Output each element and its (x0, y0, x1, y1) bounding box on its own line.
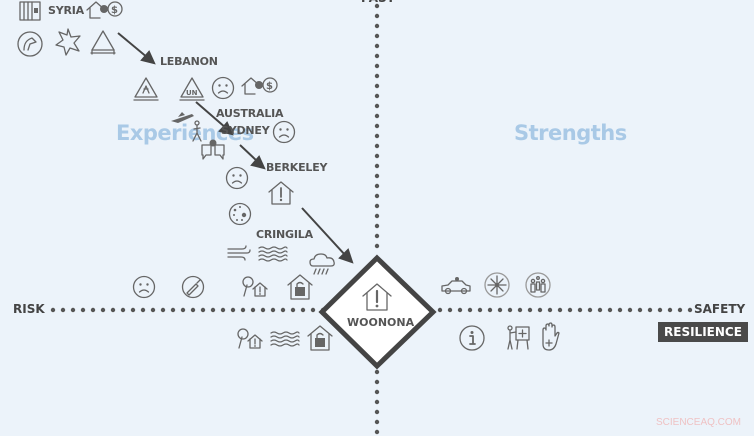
info-icon (459, 325, 485, 351)
speech-bubbles-cross-icon (201, 139, 225, 160)
place-label-sydney: SYDNEY (221, 124, 270, 137)
place-label-lebanon: LEBANON (160, 55, 218, 68)
house-cross-money-icon: $ (241, 77, 278, 95)
airplane-icon (171, 112, 194, 123)
syringe-icon (181, 275, 205, 299)
person-walking-icon (192, 120, 202, 142)
hand-health-icon (542, 322, 560, 351)
sad-face-icon (132, 275, 156, 299)
axis-label-risk: RISK (13, 302, 45, 316)
sad-face-icon (225, 166, 249, 190)
tree-house-alert-icon (242, 276, 268, 297)
rain-cloud-icon (309, 253, 335, 275)
horizontal-axis-dots (50, 307, 693, 313)
horse-head-icon (17, 31, 43, 57)
tree-house-alert-icon (237, 328, 263, 349)
journey-arrows (117, 32, 354, 264)
waves-icon (270, 331, 300, 347)
waves-icon (258, 246, 288, 262)
house-lock-icon (287, 274, 313, 300)
place-label-syria: SYRIA (48, 4, 84, 17)
wind-icon (227, 245, 251, 261)
tent-icon (90, 30, 116, 55)
virus-icon (228, 202, 252, 226)
svg-text:UN: UN (186, 89, 198, 97)
woonona-diamond (318, 254, 437, 370)
watermark: SCIENCEAQ.COM (656, 417, 742, 428)
star-of-david-icon (55, 28, 81, 56)
network-icon (484, 272, 510, 298)
axis-label-safety: SAFETY (694, 302, 746, 316)
house-lock-icon (307, 325, 333, 351)
house-alert-icon (362, 283, 392, 311)
svg-text:$: $ (111, 5, 118, 16)
police-car-icon (441, 277, 471, 295)
vertical-axis-dots (374, 3, 380, 435)
refugee-tent-icon (133, 77, 159, 101)
resilience-badge: RESILIENCE (658, 322, 748, 342)
prison-icon (19, 1, 41, 21)
svg-text:$: $ (266, 81, 273, 92)
place-label-australia: AUSTRALIA (216, 107, 284, 120)
sad-face-icon (272, 120, 296, 144)
teacher-icon (507, 325, 530, 350)
family-icon (525, 272, 551, 298)
sad-face-icon (211, 76, 235, 100)
house-alert-icon (268, 181, 294, 205)
quadrant-label-strengths: Strengths (514, 121, 627, 145)
place-label-woonona: WOONONA (347, 316, 415, 329)
place-label-cringila: CRINGILA (256, 228, 313, 241)
un-tent-icon: UN (179, 77, 205, 101)
axis-label-past: PAST (361, 0, 395, 5)
house-cross-money-icon: $ (86, 1, 123, 19)
place-label-berkeley: BERKELEY (266, 161, 328, 174)
